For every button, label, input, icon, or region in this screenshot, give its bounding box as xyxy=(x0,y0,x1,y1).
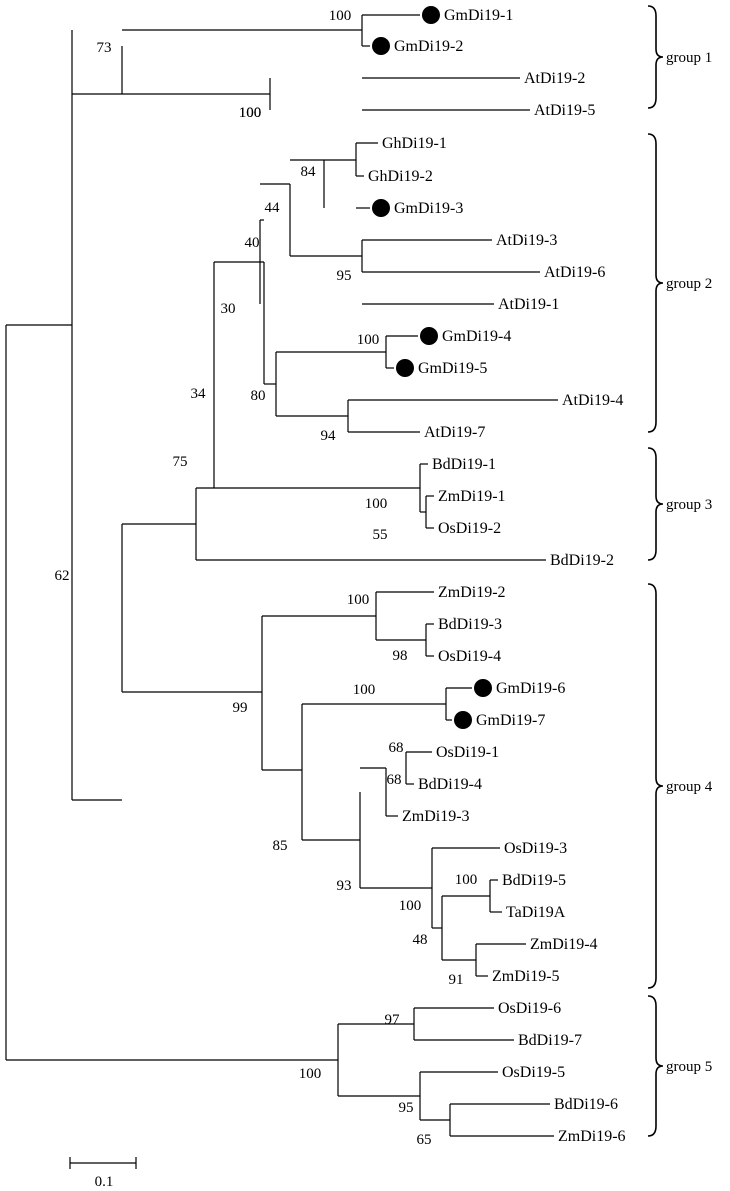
bootstrap-value: 80 xyxy=(251,388,266,404)
group-brace xyxy=(647,447,664,561)
leaf-label: AtDi19-3 xyxy=(496,232,557,249)
leaf-label: GmDi19-1 xyxy=(444,7,513,24)
leaf-marker xyxy=(454,711,472,729)
leaf-label: OsDi19-3 xyxy=(504,840,567,857)
leaf-label: GmDi19-3 xyxy=(394,200,463,217)
bootstrap-values: 100 73 100 100 84 44 95 40 30 100 80 94 34 100 55 75 62 1… xyxy=(55,8,478,1148)
bootstrap-value: 65 xyxy=(417,1132,432,1148)
bootstrap-value: 100 xyxy=(455,872,478,888)
bootstrap-value: 30 xyxy=(221,301,236,317)
scale-bar-label: 0.1 xyxy=(95,1174,114,1190)
leaf-label: AtDi19-1 xyxy=(498,296,559,313)
leaf-label: ZmDi19-2 xyxy=(438,584,506,601)
group-label: group 1 xyxy=(666,50,712,66)
leaf-label: BdDi19-3 xyxy=(438,616,502,633)
leaf-label: OsDi19-2 xyxy=(438,520,501,537)
leaf-marker xyxy=(474,679,492,697)
leaf-label: BdDi19-2 xyxy=(550,552,614,569)
bootstrap-value: 40 xyxy=(245,235,260,251)
bootstrap-value: 84 xyxy=(301,164,317,180)
bootstrap-value: 100 xyxy=(399,898,422,914)
leaf-label: OsDi19-1 xyxy=(436,744,499,761)
leaf-label: ZmDi19-5 xyxy=(492,968,560,985)
bootstrap-value: 100 xyxy=(347,592,370,608)
leaf-label: AtDi19-2 xyxy=(524,70,585,87)
leaf-label: GhDi19-2 xyxy=(368,168,433,185)
bootstrap-value: 100 xyxy=(299,1066,322,1082)
bootstrap-value: 95 xyxy=(337,268,352,284)
leaf-label: GmDi19-4 xyxy=(442,328,511,345)
leaf-marker xyxy=(372,199,390,217)
bootstrap-value: 75 xyxy=(173,454,188,470)
leaf-label: ZmDi19-6 xyxy=(558,1128,626,1145)
leaf-label: GmDi19-7 xyxy=(476,712,545,729)
group-label: group 3 xyxy=(666,497,712,513)
leaf-label: AtDi19-4 xyxy=(562,392,623,409)
group-brace xyxy=(647,5,664,109)
group-label: group 5 xyxy=(666,1059,712,1075)
leaf-marker xyxy=(420,327,438,345)
leaf-label: BdDi19-5 xyxy=(502,872,566,889)
leaf-label: BdDi19-7 xyxy=(518,1032,582,1049)
bootstrap-value: 62 xyxy=(55,568,70,584)
bootstrap-value: 85 xyxy=(273,838,288,854)
leaf-label: OsDi19-6 xyxy=(498,1000,561,1017)
group-braces xyxy=(647,5,664,1137)
bootstrap-value: 34 xyxy=(191,386,207,402)
leaf-labels: GmDi19-1GmDi19-2AtDi19-2AtDi19-5GhDi19-1… xyxy=(368,7,626,1145)
bootstrap-value: 100 xyxy=(329,8,352,24)
bootstrap-value: 73 xyxy=(97,40,112,56)
bootstrap-value: 55 xyxy=(373,527,388,543)
bootstrap-value: 100 xyxy=(365,496,388,512)
bootstrap-value: 97 xyxy=(385,1012,401,1028)
bootstrap-value: 100 xyxy=(353,682,376,698)
group-brace xyxy=(647,583,664,989)
leaf-label: BdDi19-6 xyxy=(554,1096,618,1113)
leaf-marker xyxy=(396,359,414,377)
leaf-label: AtDi19-7 xyxy=(424,424,485,441)
leaf-label: ZmDi19-1 xyxy=(438,488,506,505)
group-label: group 2 xyxy=(666,276,712,292)
leaf-markers xyxy=(372,6,492,729)
group-label: group 4 xyxy=(666,779,713,795)
bootstrap-value: 95 xyxy=(399,1100,414,1116)
leaf-label: GmDi19-5 xyxy=(418,360,487,377)
bootstrap-value: 99 xyxy=(233,700,248,716)
leaf-label: GmDi19-2 xyxy=(394,38,463,55)
leaf-label: OsDi19-5 xyxy=(502,1064,565,1081)
leaf-label: TaDi19A xyxy=(506,904,566,921)
bootstrap-value: 91 xyxy=(449,972,464,988)
leaf-marker xyxy=(372,37,390,55)
leaf-label: BdDi19-1 xyxy=(432,456,496,473)
bootstrap-value: 93 xyxy=(337,878,352,894)
leaf-label: GhDi19-1 xyxy=(382,135,447,152)
bootstrap-value: 68 xyxy=(387,772,402,788)
leaf-label: AtDi19-5 xyxy=(534,102,595,119)
tree-branches xyxy=(5,14,558,1137)
group-labels: group 1 group 2 group 3 group 4 group 5 xyxy=(666,50,713,1075)
leaf-marker xyxy=(422,6,440,24)
bootstrap-value: 48 xyxy=(413,932,428,948)
bootstrap-value: 100 xyxy=(357,332,380,348)
leaf-label: GmDi19-6 xyxy=(496,680,565,697)
leaf-label: BdDi19-4 xyxy=(418,776,482,793)
bootstrap-value: 44 xyxy=(265,200,281,216)
bootstrap-value: 100 xyxy=(239,105,262,121)
group-brace xyxy=(647,995,664,1137)
bootstrap-value: 68 xyxy=(389,740,404,756)
group-brace xyxy=(647,133,664,433)
scale-bar: 0.1 xyxy=(69,1157,137,1190)
bootstrap-value: 94 xyxy=(321,428,337,444)
leaf-label: AtDi19-6 xyxy=(544,264,605,281)
leaf-label: ZmDi19-3 xyxy=(402,808,470,825)
leaf-label: ZmDi19-4 xyxy=(530,936,598,953)
leaf-label: OsDi19-4 xyxy=(438,648,501,665)
bootstrap-value: 98 xyxy=(393,648,408,664)
bootstrap-value: 100 xyxy=(239,105,262,121)
